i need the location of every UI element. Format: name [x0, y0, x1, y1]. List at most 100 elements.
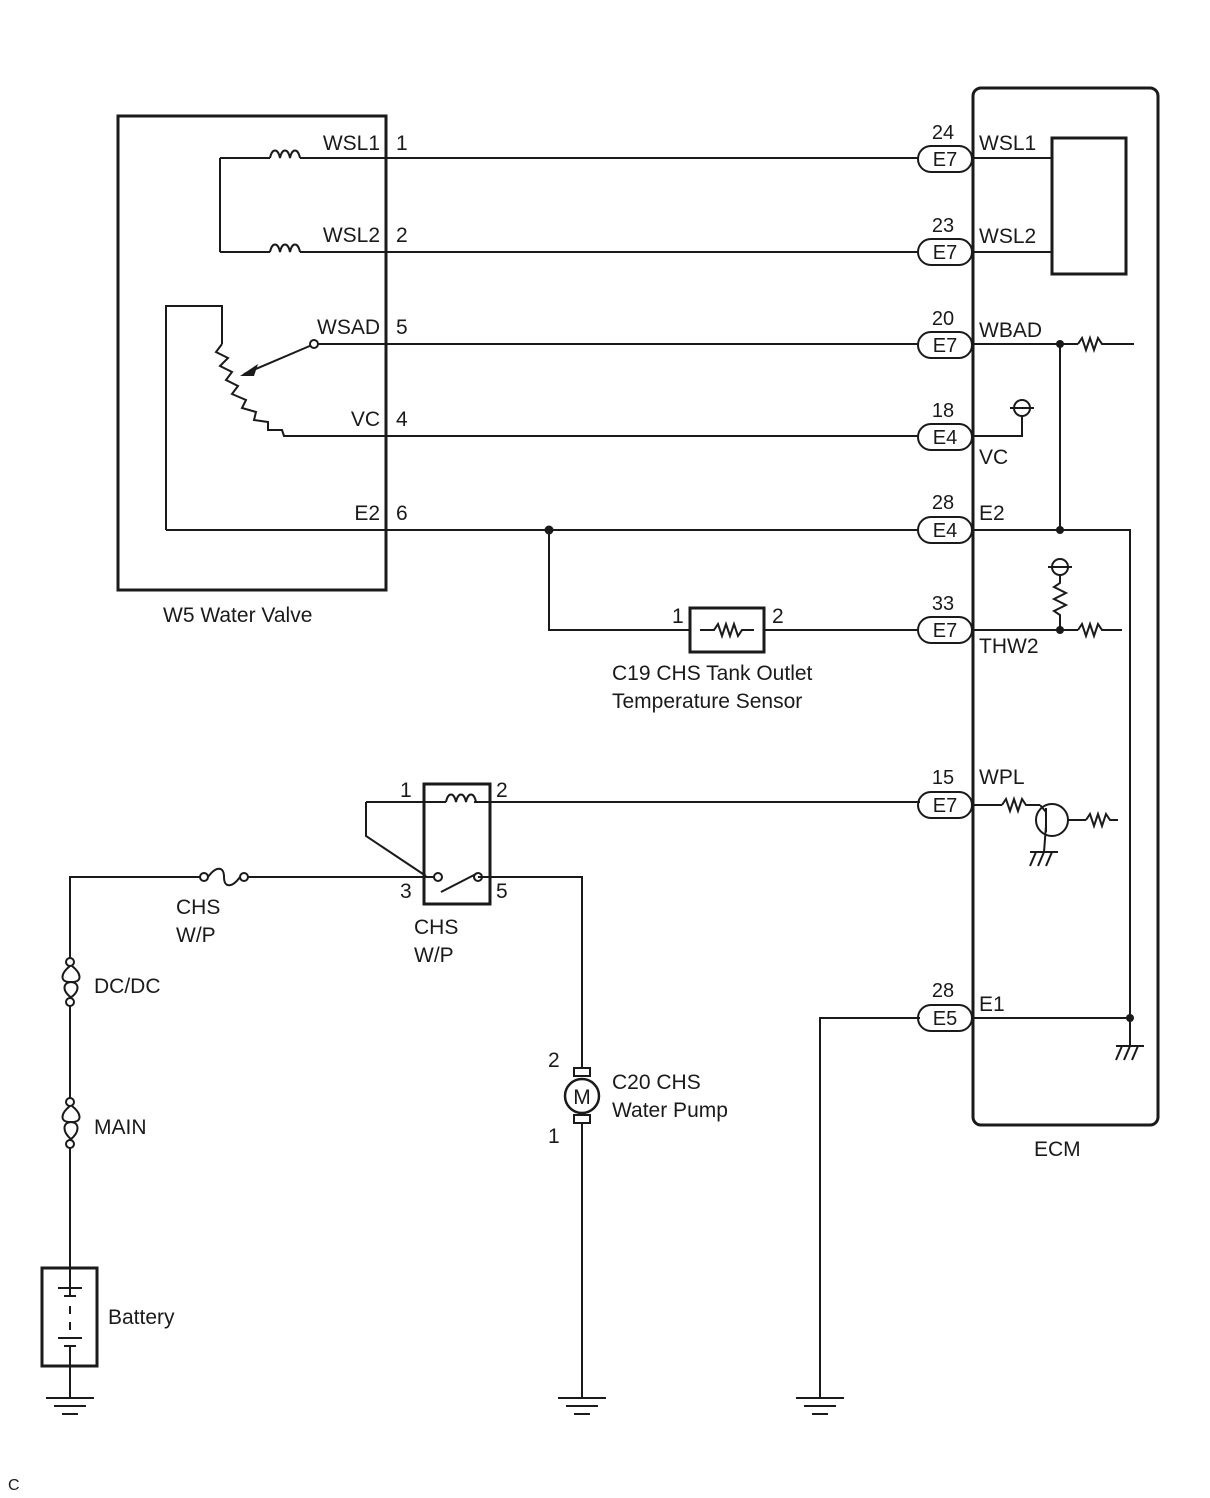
wpl-transistor-icon [1035, 803, 1069, 837]
relay-pin: 2 [496, 779, 508, 802]
svg-text:E4: E4 [933, 427, 957, 449]
pump-feed-wire [478, 876, 583, 1068]
fusible-link-terminal [65, 997, 75, 1007]
battery-feed-wire [69, 876, 434, 1398]
sensor-e2-branch [548, 530, 690, 631]
wsl2-coil-icon [269, 243, 301, 253]
valve-terminal-name: E2 [354, 502, 380, 525]
relay-pin: 3 [400, 880, 412, 903]
svg-text:33: 33 [932, 593, 954, 615]
relay-coil-icon [445, 793, 477, 803]
svg-text:18: 18 [932, 400, 954, 422]
fusible-link-terminal [65, 1139, 75, 1149]
ecm-connector-wsl1: E7 24 WSL1 [917, 122, 1036, 173]
pump-label-2: Water Pump [612, 1099, 728, 1122]
water-valve-box [116, 114, 388, 592]
pump-pin: 2 [548, 1049, 560, 1072]
svg-text:E7: E7 [933, 795, 957, 817]
tank-sensor-label-2: Temperature Sensor [612, 690, 802, 713]
pump-label: C20 CHS [612, 1071, 701, 1094]
e2-internal-junction [1056, 526, 1064, 534]
fuse-terminal [239, 872, 249, 882]
svg-text:WSL1: WSL1 [979, 132, 1036, 155]
battery-cell-icon [58, 1268, 82, 1297]
ecm-driver-box [1050, 136, 1128, 276]
svg-text:20: 20 [932, 308, 954, 330]
main-fusible-link-icon-2 [63, 1105, 81, 1141]
relay-pin: 5 [496, 880, 508, 903]
ecm-connector-wsl2: E7 23 WSL2 [917, 215, 1036, 266]
pump-terminal-bottom [573, 1114, 591, 1124]
valve-terminal-pin: 5 [396, 316, 408, 339]
svg-text:23: 23 [932, 215, 954, 237]
svg-text:28: 28 [932, 980, 954, 1002]
dcdc-label: DC/DC [94, 975, 161, 998]
valve-terminal-name: WSL2 [323, 224, 380, 247]
transistor-base-resistor-icon [1085, 810, 1118, 830]
e1-ground-wire [819, 1017, 920, 1398]
thw2-junction [1056, 626, 1064, 634]
fuse-terminal [199, 872, 209, 882]
svg-text:THW2: THW2 [979, 635, 1039, 658]
motor-symbol: M [573, 1086, 591, 1109]
svg-text:15: 15 [932, 767, 954, 789]
pump-terminal-top [573, 1067, 591, 1077]
fuse-label: CHS [176, 896, 220, 919]
e1-ground-icon [796, 1397, 844, 1415]
pump-motor-icon [563, 1077, 601, 1115]
tank-sensor-resistor-icon [700, 620, 754, 640]
transistor-leads [1039, 804, 1047, 853]
dcdc-fusible-link-icon-2 [63, 965, 81, 999]
tank-sensor-label: C19 CHS Tank Outlet [612, 662, 813, 685]
wpl-resistor-icon [1001, 795, 1040, 815]
valve-terminal-pin: 2 [396, 224, 408, 247]
vc-internal-wire [973, 416, 1023, 437]
svg-text:WBAD: WBAD [979, 319, 1042, 342]
ecm-e1-ground-icon [1115, 1018, 1144, 1061]
pump-pin: 1 [548, 1125, 560, 1148]
svg-text:24: 24 [932, 122, 954, 144]
valve-terminal-name: WSL1 [323, 132, 380, 155]
svg-text:E7: E7 [933, 620, 957, 642]
wbad-resistor-icon [1077, 334, 1134, 354]
battery-cell-icon-2 [58, 1337, 82, 1366]
relay-box [422, 782, 492, 906]
e2-internal-wire [973, 529, 1131, 1018]
relay-contact-3 [433, 872, 443, 882]
pump-ground-icon [558, 1397, 606, 1415]
sensor-pin: 1 [672, 605, 684, 628]
valve-terminal-name: VC [351, 408, 380, 431]
svg-text:WSL2: WSL2 [979, 225, 1036, 248]
relay-switch-arm [440, 873, 477, 893]
valve-terminal-pin: 1 [396, 132, 408, 155]
valve-terminal-name: WSAD [317, 316, 380, 339]
fuse-label-2: W/P [176, 924, 216, 947]
svg-text:E1: E1 [979, 993, 1005, 1016]
svg-text:E7: E7 [933, 242, 957, 264]
ecm-connector-wbad: E7 20 WBAD [917, 308, 1042, 359]
wiper-terminal [309, 339, 319, 349]
ecm-connector-vc: E4 18 VC [917, 400, 1008, 469]
svg-text:VC: VC [979, 446, 1008, 469]
valve-terminal-pin: 4 [396, 408, 408, 431]
battery-ground-icon [46, 1397, 94, 1415]
wsl1-coil-icon [269, 149, 301, 159]
ecm-label: ECM [1034, 1138, 1081, 1161]
corner-mark: C [8, 1477, 20, 1494]
ecm-connector-e1: E5 28 E1 [917, 980, 1005, 1032]
svg-text:E7: E7 [933, 335, 957, 357]
relay-label: CHS [414, 916, 458, 939]
pot-e2-wire [165, 305, 223, 530]
ecm-connector-e2: E4 28 E2 [917, 492, 1005, 544]
fuse-icon [207, 867, 241, 887]
relay-pin: 1 [400, 779, 412, 802]
thw2-resistor-icon [1077, 620, 1122, 640]
relay-coil-feed [365, 802, 427, 877]
ecm-chassis-ground-icon [1029, 851, 1058, 867]
fusible-link-terminal [65, 1097, 75, 1107]
valve-terminal-pin: 6 [396, 502, 408, 525]
sensor-pin: 2 [772, 605, 784, 628]
potentiometer-resistor-icon [214, 343, 296, 437]
